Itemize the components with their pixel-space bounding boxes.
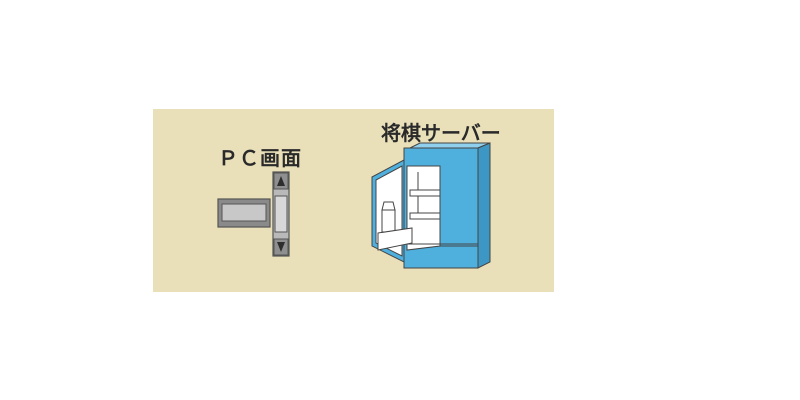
refrigerator-server-icon [371,142,491,269]
pc-monitor-icon [217,198,271,228]
scrollbar-icon [272,171,290,257]
shogi-server-label: 将棋サーバー [381,121,501,145]
pc-screen-label: ＰＣ画面 [218,146,302,170]
